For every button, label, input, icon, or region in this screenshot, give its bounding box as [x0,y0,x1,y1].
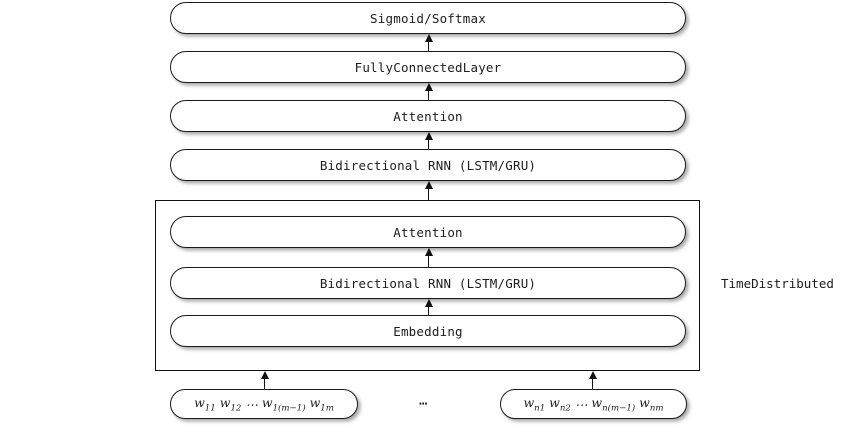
input-sentence-n-tokens[interactable]: wn1 wn2 ⋯ wn(m−1) wnm [500,389,687,419]
sequences-ellipsis: ⋯ [419,396,429,412]
layer-label: FullyConnectedLayer [354,59,502,75]
layer-label: Bidirectional RNN (LSTM/GRU) [319,275,537,291]
token-ellipsis: ⋯ [245,396,258,412]
arrow-timedistributed-to-rnn-sentence [424,181,433,201]
arrow-shaft [591,377,594,390]
token-ellipsis: ⋯ [574,396,588,412]
arrow-shaft [427,305,430,316]
token-wn1: wn1 [523,394,546,414]
layer-label: Attention [393,108,463,124]
arrow-rnn-to-attention-sentence [424,132,433,150]
arrow-head-icon [424,132,433,140]
token-wnm: wnm [639,394,664,414]
layer-embedding[interactable]: Embedding [170,315,686,347]
arrow-head-icon [424,299,433,307]
arrow-head-icon [424,83,433,91]
arrow-shaft [263,377,266,390]
arrow-head-icon [424,181,433,189]
layer-attention-sentence[interactable]: Attention [170,100,686,132]
arrow-rnn-to-attention-word [424,248,433,268]
layer-label: Bidirectional RNN (LSTM/GRU) [319,157,537,173]
arrow-attention-to-fc [424,83,433,101]
layer-attention-word[interactable]: Attention [170,216,686,248]
token-w11: w11 [194,394,216,414]
token-w12: w12 [219,394,242,414]
arrow-head-icon [424,34,433,42]
input-sentence-1-tokens[interactable]: w11 w12 ⋯ w1(m−1) w1m [170,389,358,419]
arrow-tokens-n-to-timedistributed [588,371,597,390]
layer-fully-connected-layer[interactable]: FullyConnectedLayer [170,51,686,83]
token-wnm-minus-1: wn(m−1) [591,394,636,414]
layer-label: Embedding [393,323,463,339]
arrow-shaft [427,187,430,201]
arrow-embedding-to-rnn-word [424,299,433,316]
layer-sigmoid-softmax[interactable]: Sigmoid/Softmax [170,2,686,34]
arrow-shaft [427,89,430,101]
arrow-head-icon [588,371,597,379]
arrow-tokens-1-to-timedistributed [260,371,269,390]
layer-label: Sigmoid/Softmax [370,10,486,26]
arrow-head-icon [424,248,433,256]
arrow-head-icon [260,371,269,379]
layer-label: Attention [393,224,463,240]
layer-bidirectional-rnn-word[interactable]: Bidirectional RNN (LSTM/GRU) [170,267,686,299]
token-w1m: w1m [309,394,334,414]
time-distributed-label: TimeDistributed [721,276,834,291]
token-w1m-minus-1: w1(m−1) [261,394,306,414]
arrow-shaft [427,254,430,268]
token-wn2: wn2 [549,394,571,414]
arrow-shaft [427,138,430,150]
layer-bidirectional-rnn-sentence[interactable]: Bidirectional RNN (LSTM/GRU) [170,149,686,181]
arrow-shaft [427,40,430,52]
arrow-fc-to-sigmoid [424,34,433,52]
